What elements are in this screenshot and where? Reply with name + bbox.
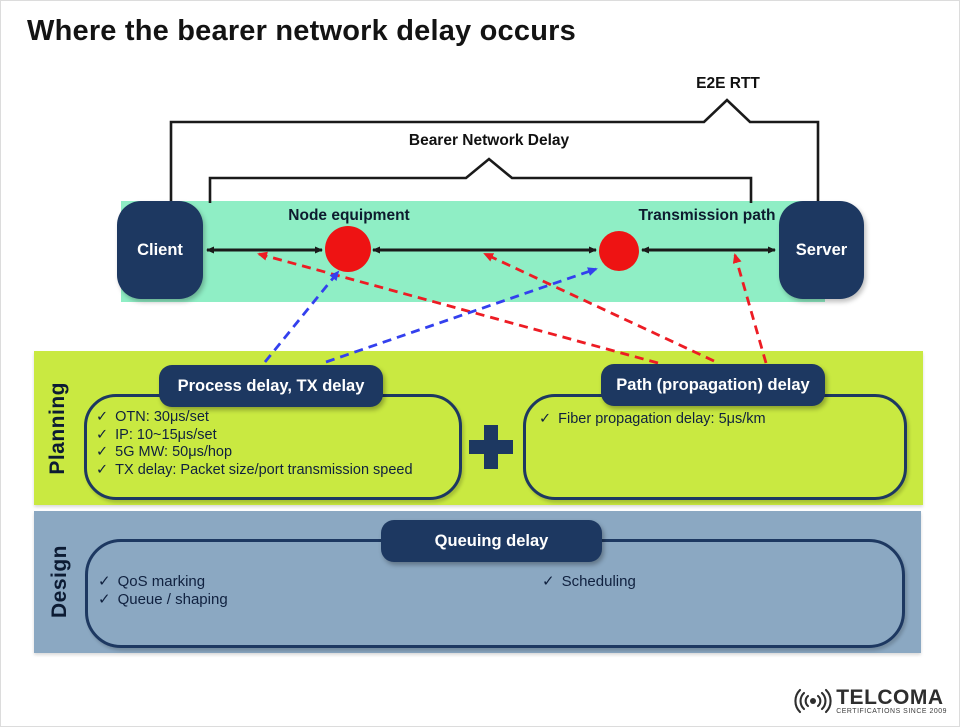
checklist-item-text: QoS marking — [117, 573, 206, 590]
check-icon: ✓ — [539, 411, 552, 427]
process-delay-checklist: ✓ OTN: 30μs/set ✓ IP: 10~15μs/set ✓ 5G M… — [96, 409, 413, 479]
checklist-item-text: OTN: 30μs/set — [115, 409, 209, 425]
checklist-item: ✓ Queue / shaping — [98, 591, 228, 609]
path-delay-box — [523, 394, 907, 500]
path-delay-title: Path (propagation) delay — [616, 375, 810, 394]
node-circle-1 — [325, 226, 371, 272]
blue-dashed-arrow-2 — [325, 267, 598, 364]
checklist-item-text: Fiber propagation delay: 5μs/km — [558, 411, 766, 427]
bearer-delay-bracket — [208, 157, 753, 203]
check-icon: ✓ — [96, 444, 109, 460]
e2e-rtt-label: E2E RTT — [696, 75, 760, 92]
checklist-item-text: Scheduling — [561, 573, 636, 590]
checklist-item: ✓ TX delay: Packet size/port transmissio… — [96, 462, 413, 480]
check-icon: ✓ — [98, 591, 111, 608]
check-icon: ✓ — [96, 409, 109, 425]
check-icon: ✓ — [98, 573, 111, 590]
check-icon: ✓ — [542, 573, 555, 590]
red-dashed-arrow-1 — [257, 251, 659, 365]
client-box: Client — [117, 201, 203, 299]
check-icon: ✓ — [96, 461, 109, 478]
checklist-item-text: IP: 10~15μs/set — [115, 426, 217, 443]
blue-dashed-arrow-1 — [263, 270, 340, 363]
checklist-item-text: 5G MW: 50μs/hop — [115, 444, 233, 460]
design-section-label: Design — [48, 545, 71, 619]
checklist-item: ✓ Fiber propagation delay: 5μs/km — [539, 411, 766, 429]
check-icon: ✓ — [96, 426, 109, 443]
checklist-item-text: Queue / shaping — [117, 591, 228, 608]
queuing-delay-pill: Queuing delay — [381, 520, 602, 562]
plus-icon — [469, 425, 513, 469]
server-label: Server — [795, 240, 848, 259]
page-title: Where the bearer network delay occurs — [27, 15, 576, 47]
queuing-checklist-left: ✓ QoS marking ✓ Queue / shaping — [98, 573, 228, 609]
path-delay-checklist: ✓ Fiber propagation delay: 5μs/km — [539, 411, 766, 429]
red-dashed-arrow-3 — [732, 253, 768, 364]
node-equipment-label: Node equipment — [288, 207, 410, 224]
telcoma-logo: TELCOMA CERTIFICATIONS SINCE 2009 — [794, 685, 947, 717]
queuing-delay-title: Queuing delay — [434, 531, 549, 550]
path-delay-pill: Path (propagation) delay — [601, 364, 825, 406]
checklist-item: ✓ Scheduling — [542, 573, 636, 591]
checklist-item: ✓ OTN: 30μs/set — [96, 409, 413, 427]
radio-waves-icon — [794, 688, 832, 714]
planning-section-label: Planning — [46, 381, 69, 475]
e2e-rtt-bracket — [169, 98, 820, 203]
transmission-path-label: Transmission path — [638, 207, 776, 224]
logo-name: TELCOMA — [836, 685, 944, 709]
process-delay-title: Process delay, TX delay — [177, 376, 365, 395]
checklist-item: ✓ QoS marking — [98, 573, 228, 591]
checklist-item: ✓ 5G MW: 50μs/hop — [96, 444, 413, 462]
planning-side-label-wrap: Planning — [37, 351, 79, 505]
server-box: Server — [779, 201, 864, 299]
red-dashed-arrow-2 — [483, 252, 715, 363]
node-circle-2 — [599, 231, 639, 271]
bearer-network-delay-label: Bearer Network Delay — [408, 132, 570, 149]
logo-tagline: CERTIFICATIONS SINCE 2009 — [836, 707, 947, 715]
checklist-item-text: TX delay: Packet size/port transmission … — [115, 461, 413, 478]
design-side-label-wrap: Design — [39, 511, 81, 653]
queuing-checklist-right: ✓ Scheduling — [542, 573, 636, 591]
process-delay-pill: Process delay, TX delay — [159, 365, 383, 407]
checklist-item: ✓ IP: 10~15μs/set — [96, 427, 413, 445]
client-label: Client — [137, 240, 183, 259]
